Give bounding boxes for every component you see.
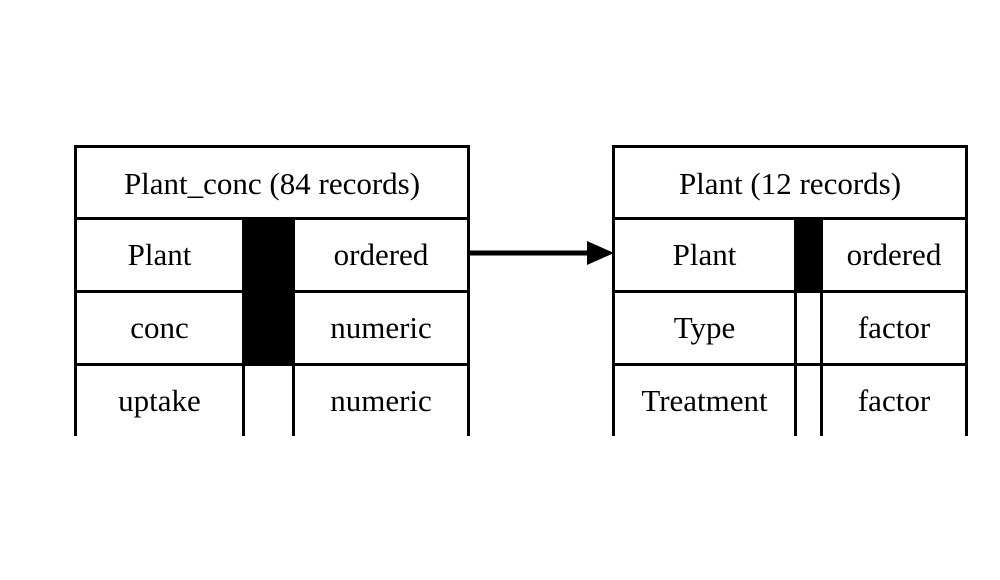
field-name-cell: conc — [77, 293, 245, 363]
primary-key-marker-icon — [245, 220, 295, 290]
table-row[interactable]: Plant ordered — [77, 220, 467, 293]
field-name-cell: Type — [615, 293, 797, 363]
field-type-cell: numeric — [295, 293, 467, 363]
entity-table-plant[interactable]: Plant (12 records) Plant ordered Type fa… — [612, 145, 968, 436]
field-name-cell: Treatment — [615, 366, 797, 436]
field-type-cell: ordered — [295, 220, 467, 290]
entity-title-plant-conc: Plant_conc (84 records) — [77, 148, 467, 220]
entity-field-list-plant: Plant ordered Type factor Treatment fact… — [615, 220, 965, 436]
key-marker-empty-icon — [797, 366, 823, 436]
field-name-cell: Plant — [615, 220, 797, 290]
field-name-cell: uptake — [77, 366, 245, 436]
field-name-cell: Plant — [77, 220, 245, 290]
table-row[interactable]: uptake numeric — [77, 366, 467, 436]
table-row[interactable]: conc numeric — [77, 293, 467, 366]
field-type-cell: factor — [823, 293, 965, 363]
table-row[interactable]: Type factor — [615, 293, 965, 366]
primary-key-marker-icon — [797, 220, 823, 290]
relationship-arrow-icon — [468, 241, 614, 265]
primary-key-marker-icon — [245, 293, 295, 363]
field-type-cell: factor — [823, 366, 965, 436]
table-row[interactable]: Treatment factor — [615, 366, 965, 436]
key-marker-empty-icon — [797, 293, 823, 363]
arrowhead-icon — [587, 241, 614, 265]
field-type-cell: numeric — [295, 366, 467, 436]
entity-field-list-plant-conc: Plant ordered conc numeric uptake numeri… — [77, 220, 467, 436]
field-type-cell: ordered — [823, 220, 965, 290]
table-row[interactable]: Plant ordered — [615, 220, 965, 293]
relationship-arrow — [468, 228, 616, 278]
key-marker-empty-icon — [245, 366, 295, 436]
entity-title-plant: Plant (12 records) — [615, 148, 965, 220]
entity-table-plant-conc[interactable]: Plant_conc (84 records) Plant ordered co… — [74, 145, 470, 436]
